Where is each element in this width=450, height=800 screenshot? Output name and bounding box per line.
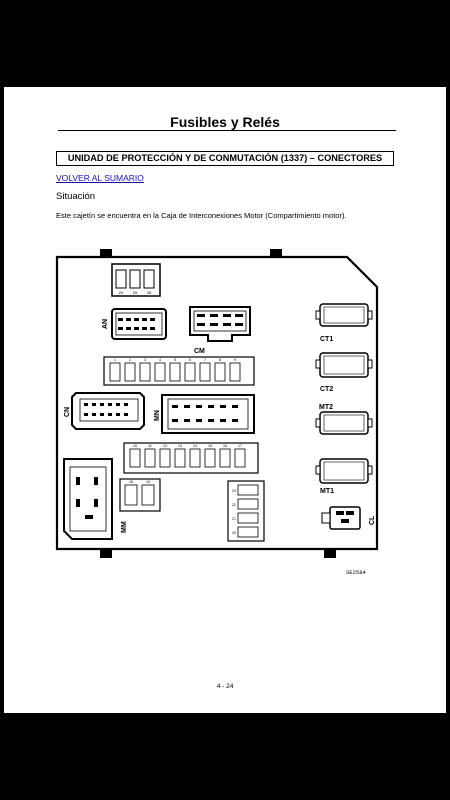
fuse-row-2: 10 11 12 13 14 15 16 17 [123,442,259,474]
back-to-summary-link[interactable]: VOLVER AL SUMARIO [56,173,144,183]
connector-cn: CN [64,392,145,430]
connector-label-mm: MM [121,521,128,533]
fuse-label: 3 [144,358,146,362]
fuse-block-top: 24 25 26 [111,263,161,297]
page-number: 4 - 24 [216,683,234,690]
fuse-label: 4 [159,358,161,362]
fuse-label: 9 [234,358,236,362]
mount-tab [324,549,336,558]
page-title: Fusibles y Relés [170,114,280,130]
fuse-label: 17 [238,444,242,448]
mount-tab [100,249,112,257]
fuse-label: 13 [178,444,182,448]
fuse-label: 1 [114,358,116,362]
situacion-heading: Situación [56,191,96,202]
connector-ct1: CT1 [315,303,373,343]
mount-tab [100,549,112,558]
fuse-label: 5 [174,358,176,362]
fuse-label: 16 [223,444,227,448]
title-rule [58,130,396,131]
fuse-label: 2 [129,358,131,362]
connector-label-cn: CN [64,407,71,417]
fuse-block-small: 18 19 [119,478,161,512]
connector-ct2: CT2 [315,352,373,393]
connector-mm: MM [63,458,128,540]
fuse-label: 25 [133,290,138,295]
connector-label-ct2: CT2 [320,386,333,393]
mount-tab [270,249,282,257]
fuse-label: 12 [163,444,167,448]
connector-label-mt2: MT2 [319,404,333,411]
connector-cl: CL [321,506,376,530]
fuse-label: 15 [208,444,212,448]
fuse-label: 22 [232,503,236,507]
connector-an: AN [102,308,167,340]
fuse-label: 14 [193,444,197,448]
fuse-label: 18 [129,480,133,484]
fuse-label: 20 [232,531,236,535]
fuse-label: 8 [219,358,221,362]
connector-label-mn: MN [154,410,161,421]
location-description: Este cajetín se encuentra en la Caja de … [56,211,347,220]
fuse-block-side: 23 22 21 20 [227,480,265,542]
fuse-label: 26 [147,290,152,295]
connector-label-cl: CL [369,515,376,525]
fuse-box-diagram: 24 25 26 AN CM [55,249,379,558]
fuse-row-1: 1 2 3 4 5 6 7 8 9 [103,356,255,386]
connector-label-cm: CM [194,348,205,355]
connector-mn: MN [154,394,255,434]
fuse-label: 11 [148,444,152,448]
fuse-label: 10 [133,444,137,448]
fuse-label: 6 [189,358,191,362]
fuse-label: 23 [232,489,236,493]
fuse-label: 19 [146,480,150,484]
connector-label-mt1: MT1 [320,488,334,495]
fuse-label: 24 [119,290,124,295]
connector-cm: CM [189,306,251,355]
fuse-label: 21 [232,517,236,521]
document-page: Fusibles y Relés UNIDAD DE PROTECCIÓN Y … [4,87,446,713]
connector-label-ct1: CT1 [320,336,333,343]
connector-mt2: MT2 [315,404,373,435]
connector-label-an: AN [102,319,109,329]
connector-mt1: MT1 [315,458,373,495]
fuse-label: 7 [204,358,206,362]
diagram-code: SE2584 [346,569,366,576]
section-heading: UNIDAD DE PROTECCIÓN Y DE CONMUTACIÓN (1… [56,151,394,166]
